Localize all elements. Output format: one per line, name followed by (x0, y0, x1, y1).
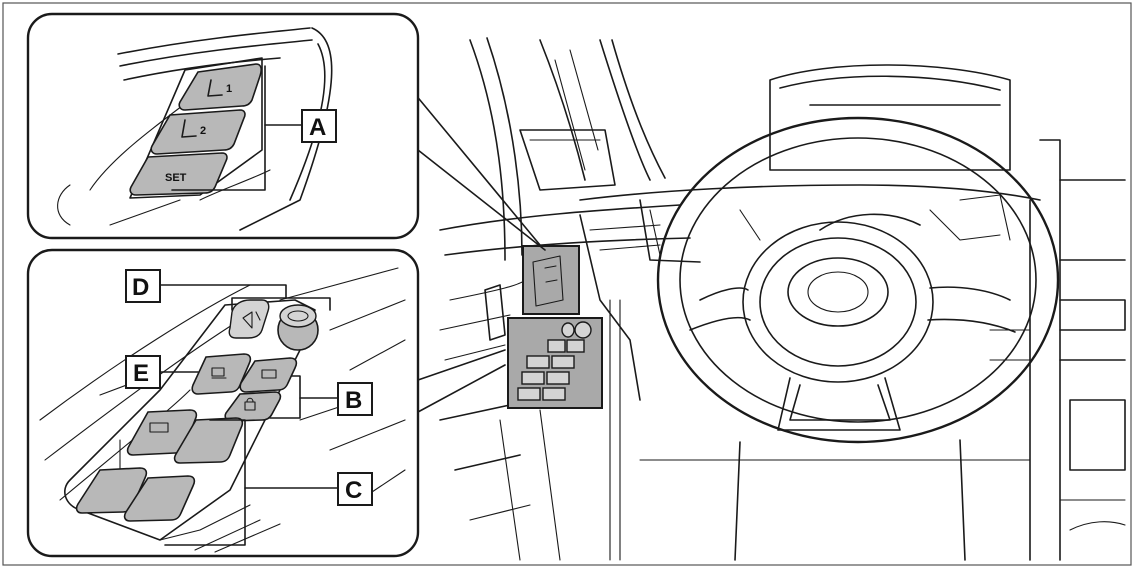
window-switch-zoom-panel: D E B C (26, 248, 420, 558)
label-c-box (337, 472, 373, 506)
label-a-box (301, 109, 337, 143)
mirror-select-switch[interactable] (228, 299, 270, 339)
seat-icon-2 (181, 119, 197, 138)
label-c: C (345, 477, 362, 504)
mirror-fold-icon (261, 369, 277, 379)
label-a-bracket (171, 65, 266, 191)
label-b-bracket (269, 375, 301, 419)
window-lock-icon (211, 367, 227, 379)
memory-button-1[interactable] (178, 63, 262, 111)
door-lock-icon (244, 397, 256, 411)
label-e: E (133, 360, 149, 387)
memory-switch-location-highlight (522, 245, 580, 315)
memory-button-2-label: 2 (200, 125, 206, 137)
memory-switch-zoom-panel: 1 2 SET A (26, 12, 420, 240)
pointer-line-d-bottom (417, 364, 506, 413)
pointer-line-a-top (409, 87, 541, 246)
mirror-adjust-knob[interactable] (279, 304, 317, 328)
label-d-leader (159, 284, 287, 299)
label-e-box (125, 355, 161, 389)
label-d-bracket (231, 297, 331, 311)
memory-button-2[interactable] (150, 109, 246, 155)
label-b-box (337, 382, 373, 416)
memory-button-1-label: 1 (226, 83, 232, 95)
car-interior-drawing (439, 37, 1126, 561)
pointer-line-a-bottom (417, 149, 546, 251)
window-lock-switch[interactable] (191, 353, 252, 395)
seat-icon-1 (207, 79, 223, 97)
set-button[interactable] (129, 152, 228, 196)
auto-window-icon (149, 422, 169, 433)
label-d-box (125, 269, 161, 303)
set-button-label: SET (165, 172, 187, 184)
rear-right-window-switch[interactable] (123, 475, 196, 522)
mirror-fold-switch[interactable] (239, 357, 298, 393)
label-a: A (309, 114, 326, 141)
label-c-bracket (164, 419, 246, 546)
pointer-line-d-top (417, 349, 506, 381)
label-b: B (345, 387, 362, 414)
label-d: D (132, 274, 149, 301)
